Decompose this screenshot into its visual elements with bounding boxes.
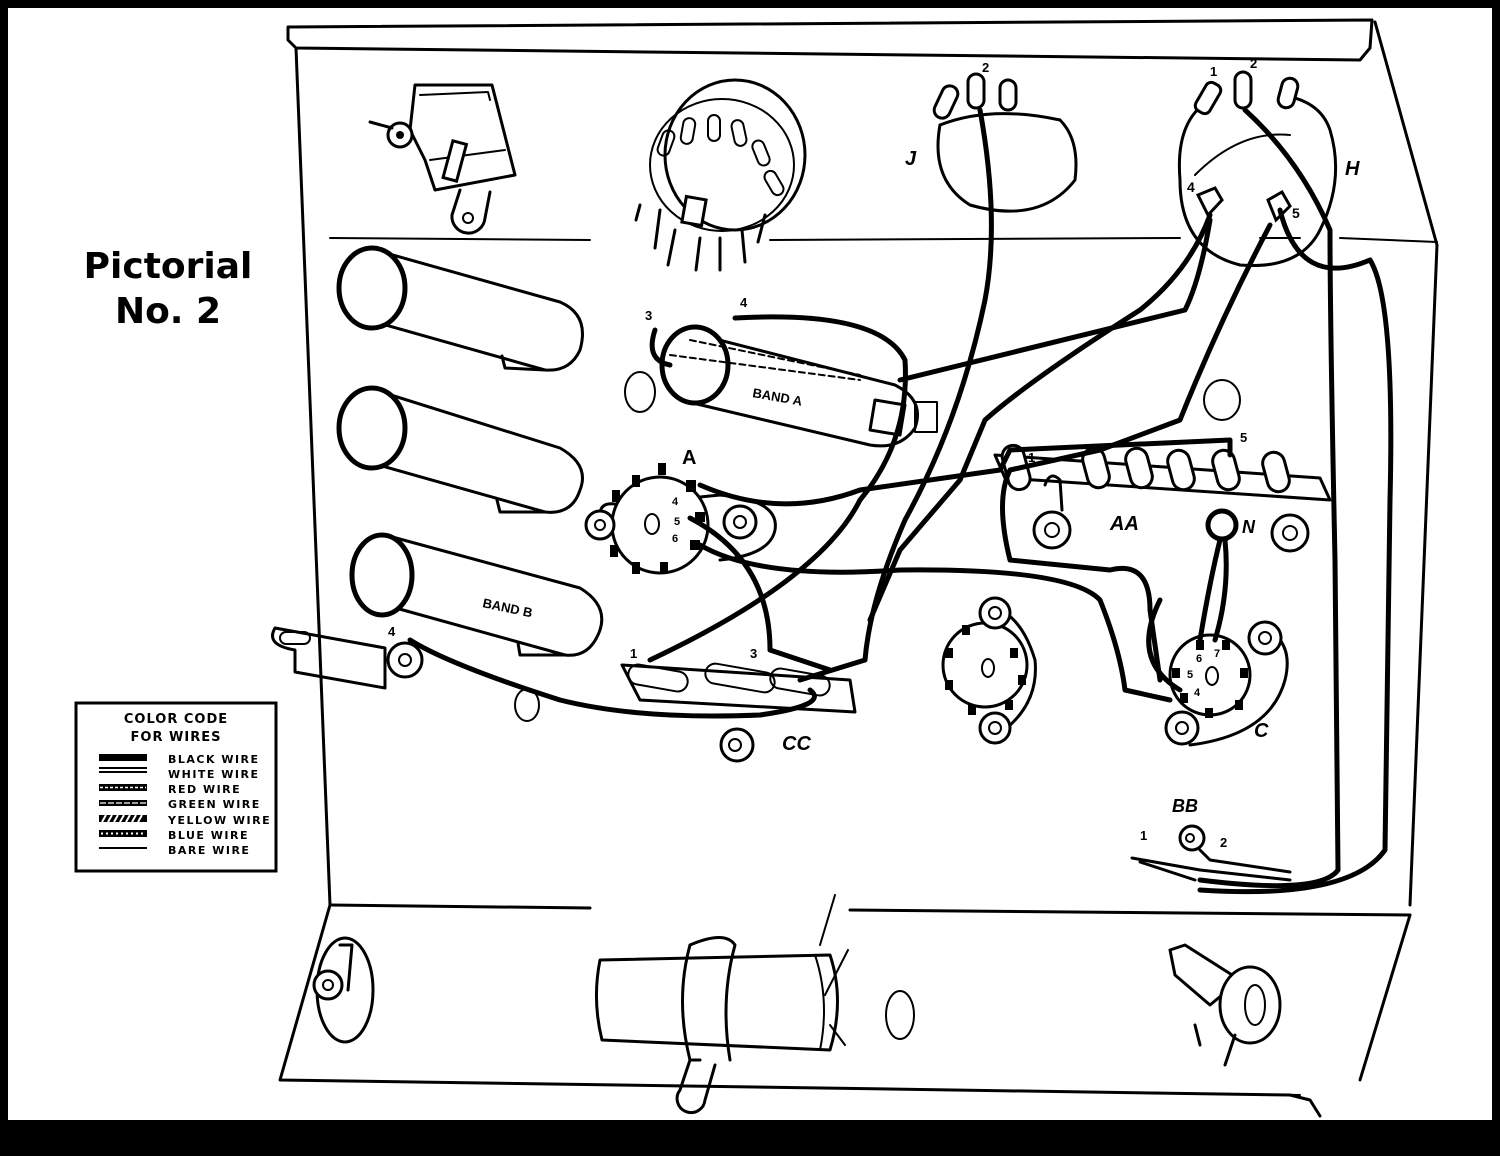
band-b-term-4: 4 <box>388 624 396 639</box>
legend-label-red: RED WIRE <box>168 783 241 796</box>
wire <box>1197 537 1229 643</box>
wire <box>687 515 833 673</box>
legend-label-yellow: YELLOW WIRE <box>167 814 271 827</box>
chassis-hole <box>885 990 915 1040</box>
wire <box>1197 207 1394 895</box>
jack-left-icon <box>312 936 375 1044</box>
legend-swatch-red <box>99 784 147 791</box>
wire <box>867 212 1213 623</box>
socket-a-pin-6: 6 <box>672 533 678 545</box>
chassis <box>278 18 1439 1118</box>
wire <box>1000 222 1273 683</box>
pot-j-label: J <box>905 148 917 170</box>
color-code-legend: COLOR CODE FOR WIRES BLACK WIRE WHITE WI… <box>74 701 278 873</box>
band-a-term-3: 3 <box>645 308 652 323</box>
aa-term-5: 5 <box>1240 430 1247 445</box>
pot-h-term-4: 4 <box>1187 179 1195 195</box>
octal-socket-top-icon <box>634 78 807 272</box>
tube-socket-a-icon: A 4 5 6 <box>584 447 777 575</box>
tube-socket-center-icon <box>941 596 1037 745</box>
wire <box>649 327 673 368</box>
legend-swatch-yellow <box>99 814 147 823</box>
diagram-title-line2: No. 2 <box>115 291 221 332</box>
legend-label-bare: BARE WIRE <box>168 844 250 857</box>
socket-c-pin-6: 6 <box>1196 653 1202 665</box>
legend-swatch-green <box>99 800 147 806</box>
legend-heading-2: FOR WIRES <box>131 730 222 745</box>
wire <box>797 107 994 683</box>
socket-c-pin-7: 7 <box>1214 648 1220 660</box>
terminal-strip-aa-label: AA <box>1109 513 1139 535</box>
legend-label-green: GREEN WIRE <box>168 798 261 811</box>
coil-left-1-icon <box>336 245 584 372</box>
legend-label-black: BLACK WIRE <box>168 753 260 766</box>
terminal-bb-label: BB <box>1172 796 1198 816</box>
legend-label-blue: BLUE WIRE <box>168 829 249 842</box>
pot-j-term-2: 2 <box>982 60 989 75</box>
wires <box>407 107 1394 895</box>
legend-swatch-blue <box>99 830 147 837</box>
socket-c-pin-4: 4 <box>1194 687 1201 699</box>
legend-label-white: WHITE WIRE <box>168 768 260 781</box>
wire <box>1146 597 1183 693</box>
wire <box>697 437 1233 507</box>
wire <box>647 314 908 663</box>
terminal-strip-cc-icon: CC 1 3 <box>620 646 857 763</box>
coil-band-b-icon: BAND B 4 <box>349 532 604 657</box>
socket-c-pin-5: 5 <box>1187 669 1193 681</box>
cc-term-1: 1 <box>630 646 637 661</box>
band-a-term-4: 4 <box>740 295 748 310</box>
bb-term-2: 2 <box>1220 835 1227 850</box>
coil-left-2-icon <box>336 385 584 514</box>
tube-socket-c-icon: C 6 7 5 4 <box>1164 620 1289 747</box>
jack-right-icon <box>1168 943 1282 1067</box>
wire <box>697 542 1173 703</box>
switch-bracket-icon <box>368 83 517 235</box>
wire <box>407 637 817 719</box>
socket-a-pin-5: 5 <box>674 516 680 528</box>
grommet-n-label: N <box>1242 517 1256 537</box>
bb-term-1: 1 <box>1140 828 1147 843</box>
terminal-strip-cc-label: CC <box>782 733 811 755</box>
wire <box>1197 107 1341 889</box>
chassis-hole <box>1203 379 1241 421</box>
terminal-bb-icon: BB 1 2 <box>1130 796 1292 882</box>
potentiometer-h-icon: H 1 2 4 5 <box>1177 56 1360 268</box>
legend-swatch-white <box>99 767 147 773</box>
pot-h-term-2: 2 <box>1250 56 1257 71</box>
aa-term-1: 1 <box>1028 450 1035 465</box>
wire <box>897 217 1213 383</box>
ground-lug-icon <box>271 626 424 690</box>
legend-heading-1: COLOR CODE <box>124 712 228 727</box>
socket-c-label: C <box>1254 720 1269 742</box>
socket-a-pin-4: 4 <box>672 496 679 508</box>
diagram-title-line1: Pictorial <box>84 246 253 287</box>
legend-swatch-black <box>99 754 147 761</box>
electrolytic-capacitor-icon <box>594 894 849 1115</box>
pot-h-term-1: 1 <box>1210 64 1217 79</box>
cc-term-3: 3 <box>750 646 757 661</box>
potentiometer-j-icon: J 2 <box>905 60 1078 213</box>
socket-a-label: A <box>682 447 696 469</box>
pot-h-term-5: 5 <box>1292 205 1300 221</box>
pot-h-label: H <box>1345 158 1360 180</box>
